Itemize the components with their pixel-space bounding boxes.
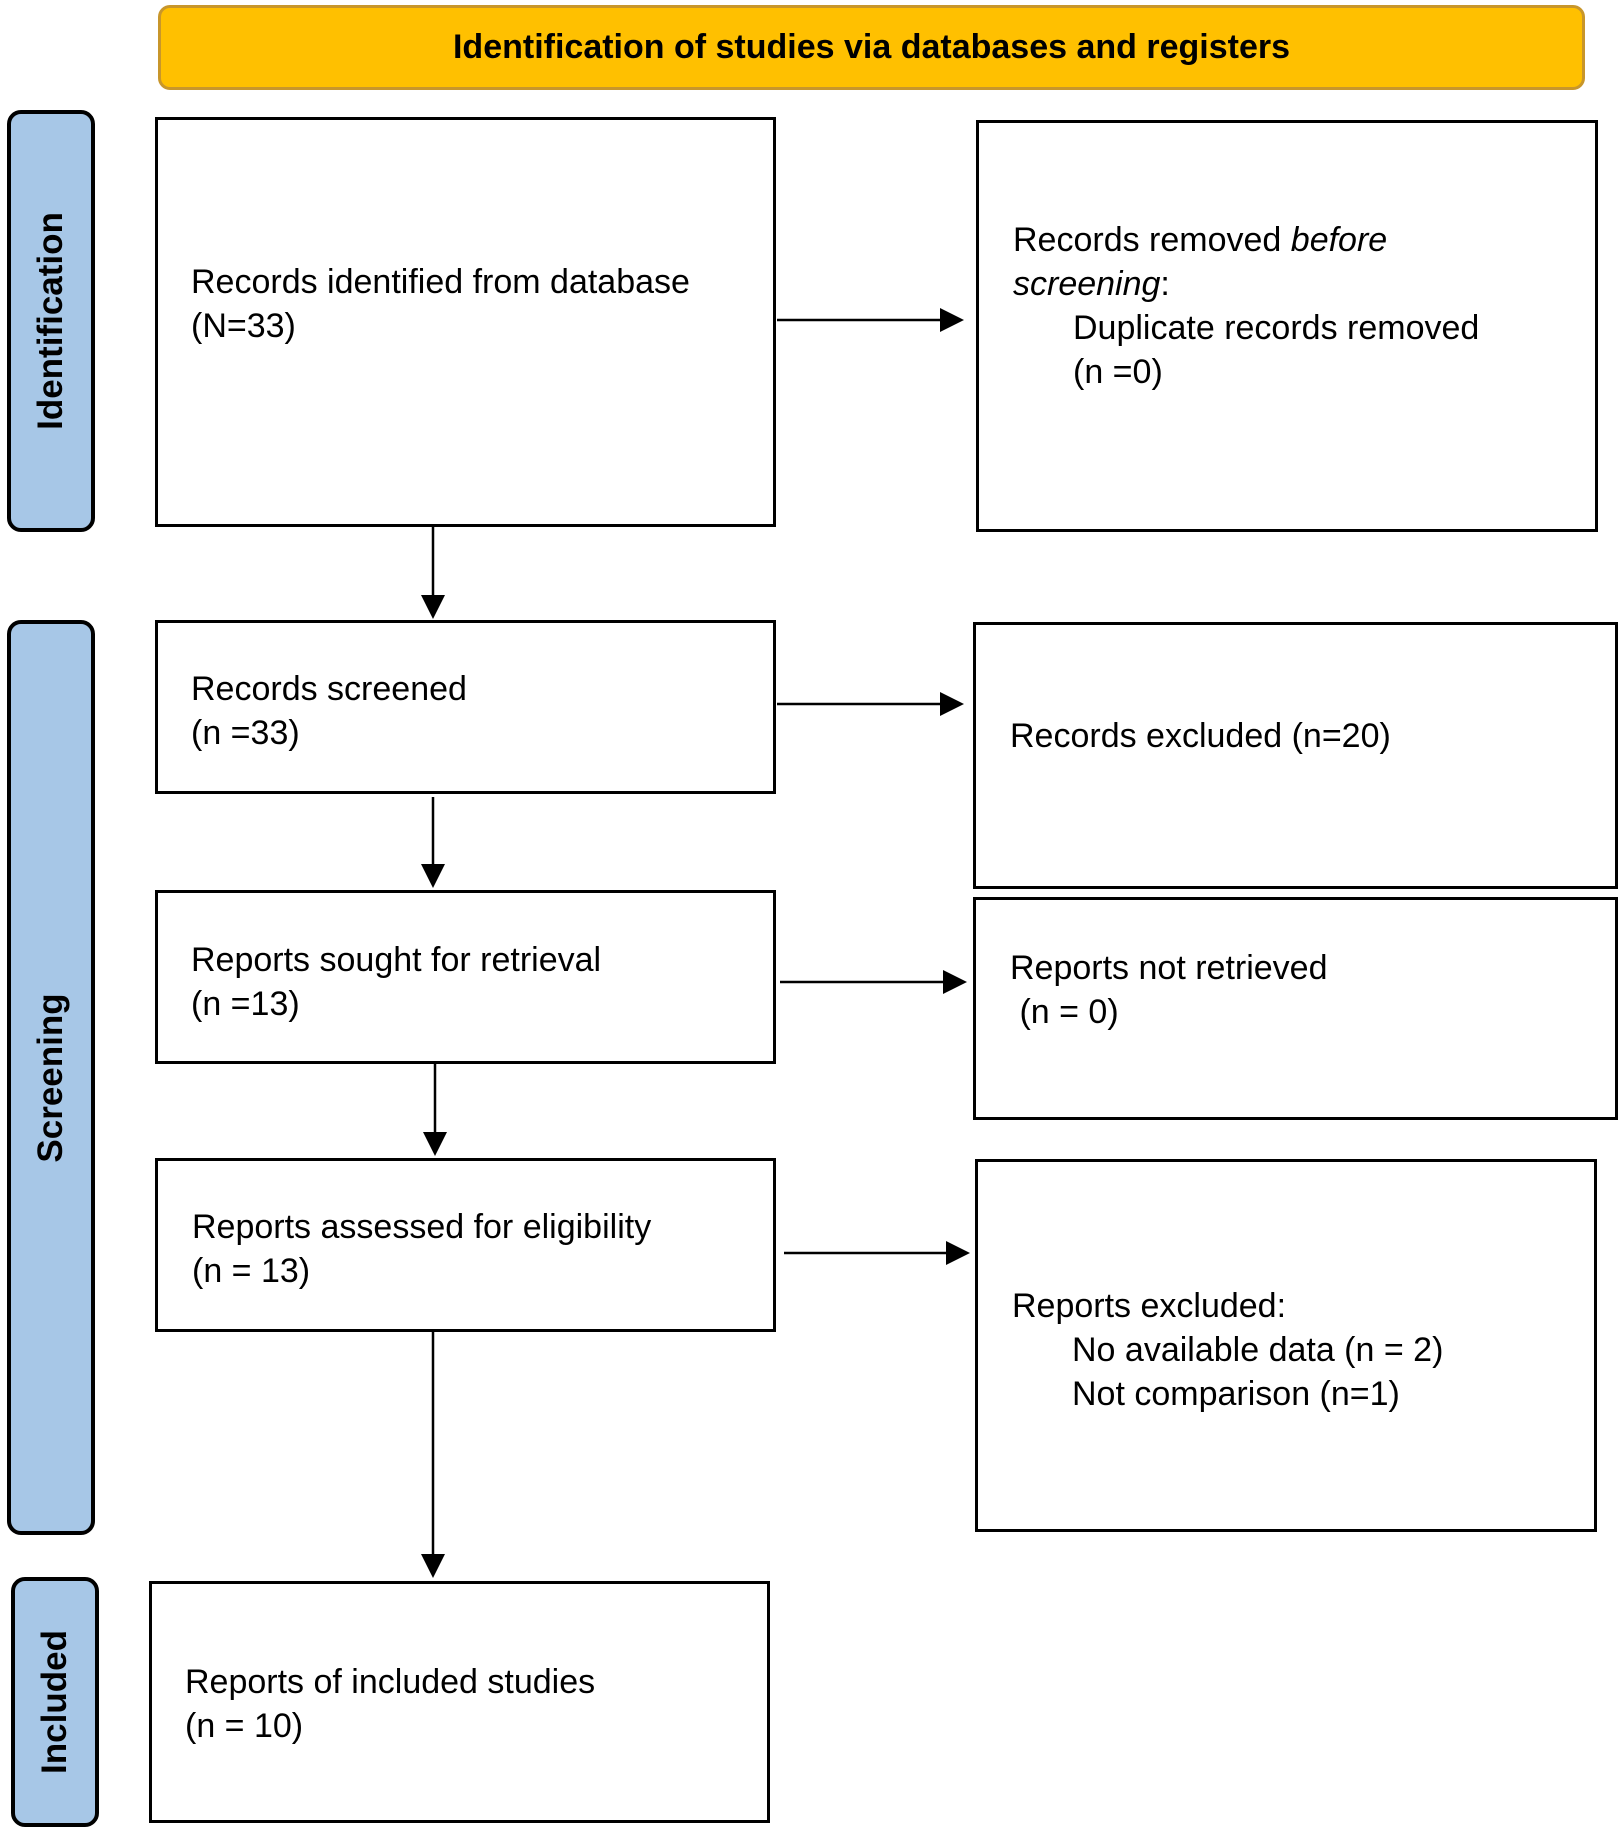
reports-included-count: (n = 10) (185, 1707, 304, 1745)
reports-included-box: Reports of included studies (n = 10) (149, 1581, 770, 1823)
reports-sought-text: Reports sought for retrieval (191, 941, 602, 979)
arrow-identified-to-screened (421, 527, 445, 619)
records-screened-count: (n =33) (191, 714, 300, 752)
records-removed-box: Records removed before screening: Duplic… (976, 120, 1598, 532)
records-screened-box: Records screened (n =33) (155, 620, 776, 794)
stage-screening: Screening (7, 620, 95, 1535)
reports-included-text: Reports of included studies (185, 1663, 596, 1701)
reports-not-retrieved-text: Reports not retrieved (1010, 949, 1328, 987)
reports-sought-count: (n =13) (191, 985, 300, 1023)
records-removed-subheading: screening: (1013, 265, 1170, 303)
records-removed-heading: Records removed before (1013, 221, 1388, 259)
records-excluded-text: Records excluded (n=20) (1010, 717, 1391, 755)
arrow-identified-to-removed (777, 308, 964, 332)
duplicate-records-count: (n =0) (1073, 353, 1163, 391)
reports-assessed-count: (n = 13) (192, 1252, 311, 1290)
records-identified-box: Records identified from database (N=33) (155, 117, 776, 527)
stage-identification: Identification (7, 110, 95, 532)
reports-not-retrieved-count: (n = 0) (1010, 993, 1119, 1031)
duplicate-records-text: Duplicate records removed (1073, 309, 1480, 347)
reports-sought-box: Reports sought for retrieval (n =13) (155, 890, 776, 1064)
records-excluded-box: Records excluded (n=20) (973, 622, 1618, 889)
reports-excluded-heading: Reports excluded: (1012, 1287, 1287, 1325)
not-comparison-reason: Not comparison (n=1) (1072, 1375, 1400, 1413)
arrow-assessed-to-excluded (784, 1241, 970, 1265)
arrow-assessed-to-included (421, 1332, 445, 1578)
reports-not-retrieved-box: Reports not retrieved (n = 0) (973, 897, 1618, 1120)
records-identified-count: (N=33) (191, 307, 296, 345)
arrow-sought-to-assessed (423, 1064, 447, 1156)
reports-excluded-box: Reports excluded: No available data (n =… (975, 1159, 1597, 1532)
header-title: Identification of studies via databases … (452, 28, 1291, 66)
reports-assessed-text: Reports assessed for eligibility (192, 1208, 652, 1246)
arrow-screened-to-sought (421, 797, 445, 888)
header-banner: Identification of studies via databases … (158, 5, 1585, 90)
reports-assessed-box: Reports assessed for eligibility (n = 13… (155, 1158, 776, 1332)
arrow-screened-to-excluded (777, 692, 964, 716)
records-screened-text: Records screened (191, 670, 467, 708)
no-available-data-reason: No available data (n = 2) (1072, 1331, 1444, 1369)
stage-included: Included (11, 1577, 99, 1827)
records-identified-text: Records identified from database (191, 263, 690, 301)
arrow-sought-to-not-retrieved (780, 970, 967, 994)
